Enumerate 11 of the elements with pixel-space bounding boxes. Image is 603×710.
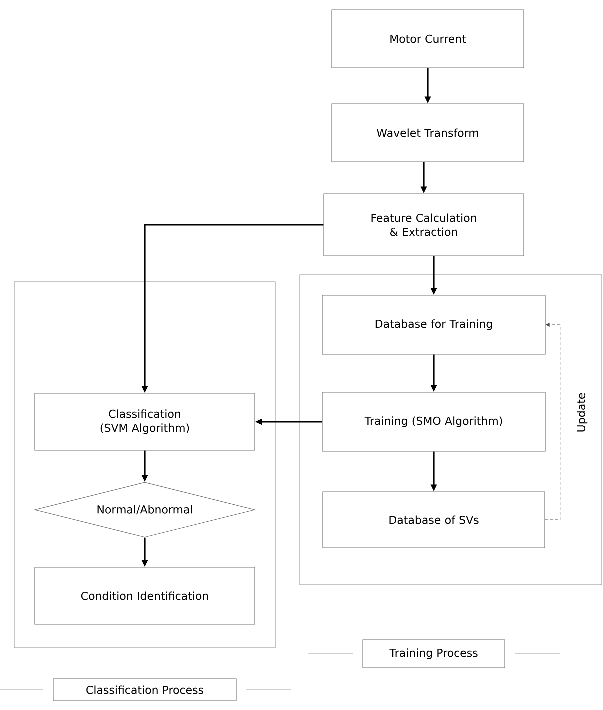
process-box: Motor Current <box>332 10 524 68</box>
process-box: Wavelet Transform <box>332 104 524 162</box>
process-box: Database of SVs <box>322 492 546 548</box>
process-box: Training (SMO Algorithm) <box>322 392 546 452</box>
node-label: Classification Process <box>86 686 204 694</box>
edge-label: Update <box>576 393 588 432</box>
process-box: Feature Calculation & Extraction <box>324 194 524 256</box>
process-box: Classification (SVM Algorithm) <box>34 393 256 451</box>
node-label: Training Process <box>390 648 478 660</box>
process-box: Condition Identification <box>34 567 256 625</box>
process-box: Database for Training <box>322 295 546 355</box>
